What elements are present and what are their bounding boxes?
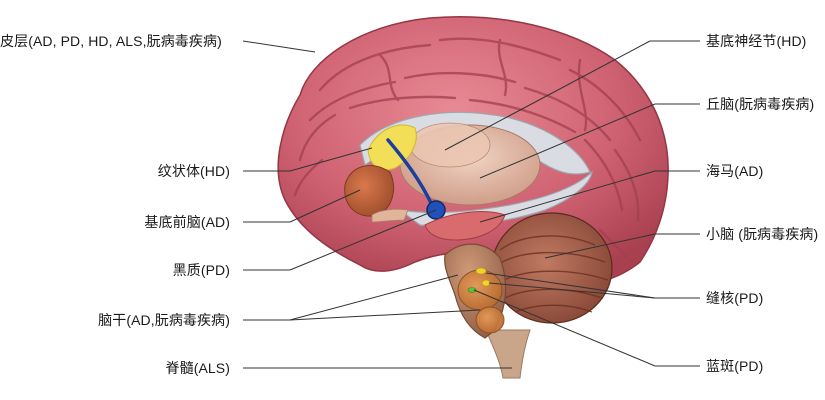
label-basal-ganglia: 基底神经节(HD) (706, 33, 807, 49)
label-striatum: 纹状体(HD) (157, 163, 230, 179)
pons (457, 269, 503, 311)
label-cortex: 皮层(AD, PD, HD, ALS,朊病毒疾病) (0, 33, 222, 49)
basal-ganglia (409, 122, 491, 168)
locus-coeruleus-spot (467, 287, 477, 293)
medulla (475, 306, 505, 334)
raphe-spot-2 (481, 279, 491, 287)
label-thalamus: 丘脑(朊病毒疾病) (706, 96, 815, 112)
spinal-cord (485, 329, 531, 379)
cerebellum (491, 212, 613, 324)
basal-forebrain (344, 165, 394, 217)
label-raphe: 缝核(PD) (706, 290, 764, 306)
nigrostriatal-pathway (386, 138, 434, 207)
label-hippocampus: 海马(AD) (706, 163, 764, 179)
cortex-gyri (293, 37, 642, 264)
label-locus-coeruleus: 蓝斑(PD) (706, 358, 764, 374)
label-spinal-cord: 脊髓(ALS) (165, 360, 230, 376)
label-cerebellum: 小脑 (朊病毒疾病) (706, 226, 819, 242)
raphe-spot-1 (475, 267, 487, 275)
optic-nerve (371, 208, 409, 223)
leader-lines (242, 40, 700, 369)
label-brainstem: 脑干(AD,朊病毒疾病) (98, 312, 230, 328)
label-substantia-nigra: 黑质(PD) (172, 262, 230, 278)
label-basal-forebrain: 基底前脑(AD) (144, 214, 230, 230)
hippocampus (424, 211, 506, 241)
